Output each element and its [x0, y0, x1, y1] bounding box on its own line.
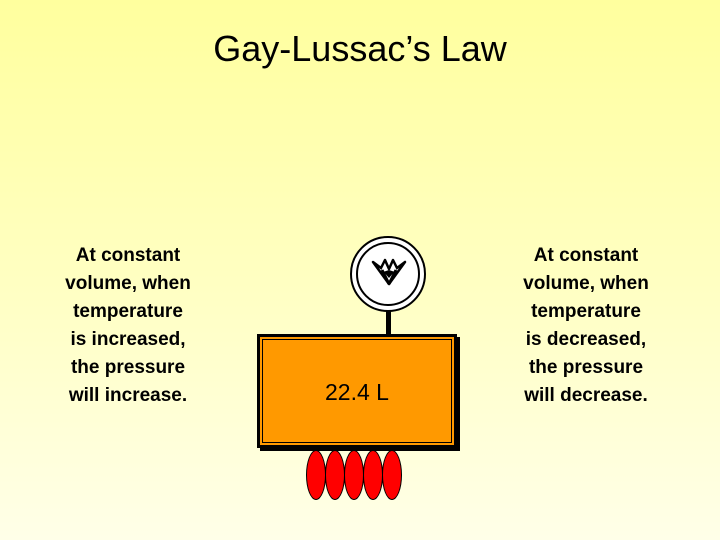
left-text-line: will increase. — [68, 385, 188, 406]
flame-icon — [306, 450, 326, 500]
flame-icon — [382, 450, 402, 500]
left-text-line: volume, when — [65, 273, 191, 294]
right-text-line: At constant — [533, 245, 639, 266]
right-text-line: the pressure — [528, 357, 644, 378]
right-explanation: At constant volume, when temperature is … — [496, 242, 676, 410]
gauge-stem — [386, 311, 391, 336]
left-explanation: At constant volume, when temperature is … — [38, 242, 218, 410]
right-text-line: is decreased, — [525, 329, 647, 350]
slide-title: Gay-Lussac’s Law — [213, 28, 507, 69]
gauge-face — [356, 242, 420, 306]
right-text-line: will decrease. — [524, 385, 648, 406]
left-text-line: the pressure — [70, 357, 186, 378]
pressure-gauge-icon — [350, 236, 426, 312]
container-inner-border — [262, 339, 452, 443]
left-text-line: temperature — [73, 301, 183, 322]
left-text-line: is increased, — [70, 329, 186, 350]
left-text-line: At constant — [75, 245, 181, 266]
flame-icon — [325, 450, 345, 500]
burner-flames — [306, 450, 406, 502]
right-text-line: temperature — [531, 301, 641, 322]
flame-icon — [363, 450, 383, 500]
gauge-needle-icon — [371, 258, 407, 286]
flame-icon — [344, 450, 364, 500]
volume-label: 22.4 L — [325, 379, 389, 405]
right-text-line: volume, when — [523, 273, 649, 294]
gas-container: 22.4 L — [257, 334, 457, 448]
